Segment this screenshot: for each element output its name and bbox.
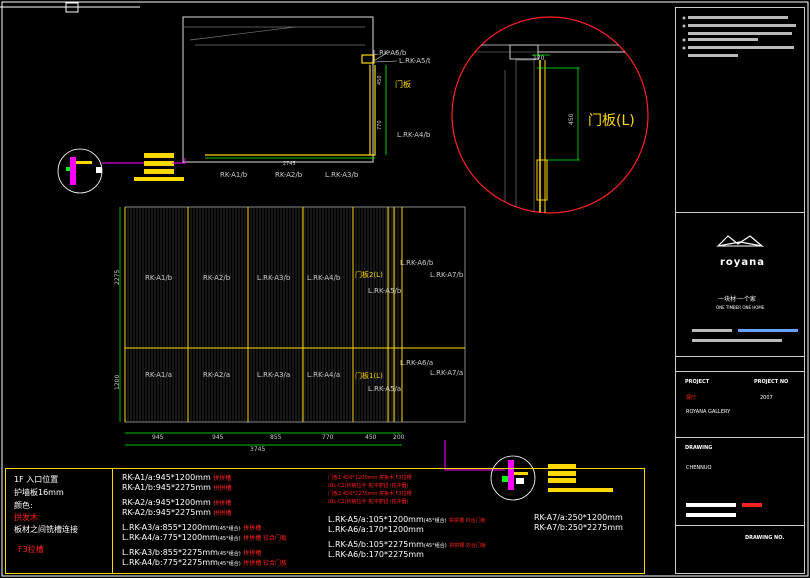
contact-lines (692, 329, 798, 342)
sched-mid-3: L.RK-A5/b:105*2275mm(45°组合) 拼拼槽 铰合门板 (328, 540, 486, 549)
sched-7: L.RK-A3/b:855*2275mm(45°组合) 拼拼槽 (122, 548, 262, 557)
plan-dim-width: 2745 (283, 161, 296, 167)
plan-dim-450: 450 (377, 75, 383, 85)
sched-right-1: RK-A7/a:250*1200mm (534, 513, 623, 522)
plan-a6: L.RK-A6/b (373, 49, 407, 57)
panel-bot-1: RK-A1/a (145, 371, 172, 379)
drawing-label: DRAWING (685, 445, 713, 451)
title-notes-lines (682, 16, 796, 57)
sched-1: RK-A1/a:945*1200mm 拼拼槽 (122, 473, 232, 482)
a5-bottom: L.RK-A5/a (368, 385, 401, 393)
a6-bottom: L.RK-A6/a (400, 359, 433, 367)
width-3: 855 (270, 434, 282, 441)
door-note-1: 门板1:450*1200mm 拼板木 F3拉槽 (328, 475, 412, 481)
note-material: 护墙板16mm (14, 488, 64, 497)
project-no-label: PROJECT NO (754, 379, 789, 385)
width-6: 200 (393, 434, 405, 441)
elevation-view: 2275 1200 RK-A1/b RK-A2/b L.RK-A3/b L.RK… (114, 206, 466, 453)
small-detail-left (57, 148, 184, 194)
door-bottom: 门板1(L) (355, 371, 383, 380)
drawing-no-label: DRAWING NO. (745, 535, 785, 541)
project-sub: ROYANA GALLERY (686, 409, 731, 415)
sched-3: RK-A2/a:945*1200mm 拼拼槽 (122, 498, 232, 507)
panel-top-2: RK-A2/b (203, 274, 231, 282)
sched-mid-2: L.RK-A6/a:170*1200mm (328, 525, 424, 534)
notes-frame (5, 468, 645, 574)
plan-label-2: RK-A2/b (275, 171, 303, 179)
tb-divider-2 (675, 356, 805, 357)
notes-divider (112, 468, 113, 574)
note-joint: 板材之间铣槽连接 (14, 525, 78, 534)
sched-2: RK-A1/b:945*2275mm 拼拼槽 (122, 483, 232, 492)
sched-8: L.RK-A4/b:775*2275mm(45°组合) 拼拼槽 铰合门板 (122, 558, 288, 567)
width-4: 770 (322, 434, 334, 441)
plan-a4: L.RK-A4/b (397, 131, 430, 139)
note-location: 1F 入口位置 (14, 475, 59, 484)
tb-divider-1 (675, 212, 805, 213)
note-color-value: 拱发木 (14, 513, 38, 522)
door-note-4: (RL-C1)铰链拉手 拓冲按钮 (拓冲器) (328, 499, 409, 505)
brand-slogan: 一块材·一个家 (718, 296, 756, 303)
a7-bottom: L.RK-A7/a (430, 369, 463, 377)
sched-mid-1: L.RK-A5/a:105*1200mm(45°组合) 拼拼槽 铰合门板 (328, 515, 486, 524)
door-note-2: (RL-C1)铰链拉手 拓冲按钮 (拓冲器) (328, 483, 409, 489)
a6-top: L.RK-A6/b (400, 259, 434, 267)
tb-divider-5 (675, 525, 805, 526)
royana-logo (716, 235, 765, 247)
sched-right-2: RK-A7/b:250*2275mm (534, 523, 623, 532)
plan-door-label: 门板 (395, 79, 411, 89)
a5-top: L.RK-A5/b (368, 287, 402, 295)
panel-bot-3: L.RK-A3/a (257, 371, 290, 379)
panel-bot-4: L.RK-A4/a (307, 371, 340, 379)
width-1: 945 (152, 434, 164, 441)
project-value: 展厅 (686, 395, 697, 401)
detail-door-label: 门板(L) (588, 113, 635, 129)
small-detail-bottom (490, 455, 613, 501)
detail-dim-170: 170 (533, 55, 545, 62)
sched-4: RK-A2/b:945*2275mm 拼拼槽 (122, 508, 232, 517)
door-top: 门板2(L) (355, 270, 383, 279)
note-pull: F3拉槽 (18, 545, 44, 554)
sched-5: L.RK-A3/a:855*1200mm(45°组合) 拼拼槽 (122, 523, 262, 532)
sched-6: L.RK-A4/a:775*1200mm(45°组合) 拼拼槽 铰合门板 (122, 533, 287, 542)
height-top: 2275 (114, 270, 121, 285)
plan-dim-770: 770 (377, 120, 383, 130)
panel-top-3: L.RK-A3/b (257, 274, 291, 282)
detail-dim-450: 450 (568, 113, 575, 125)
plan-a5: L.RK-A5/b (399, 57, 430, 65)
door-note-3: 门板2:450*2275mm 拼板木 F3拉槽 (328, 491, 412, 497)
sched-mid-4: L.RK-A6/b:170*2275mm (328, 550, 424, 559)
width-2: 945 (212, 434, 224, 441)
brand-slogan-en: ONE TIMBER ONE HOME (716, 305, 765, 310)
plan-label-1: RK-A1/b (220, 171, 248, 179)
drawing-value: CHENNUO (686, 465, 712, 471)
plan-label-3: L.RK-A3/b (325, 171, 359, 179)
note-color-label: 颜色: (14, 501, 33, 510)
brand-name: royana (720, 257, 765, 268)
title-block (675, 7, 805, 574)
drawing-bars (686, 503, 762, 517)
section-detail-circle: 170 450 门板(L) (451, 16, 649, 214)
panel-top-4: L.RK-A4/b (307, 274, 341, 282)
panel-bot-2: RK-A2/a (203, 371, 230, 379)
tb-divider-4 (675, 437, 805, 438)
total-width: 3745 (250, 446, 265, 453)
tb-divider-3 (675, 371, 805, 372)
project-no-value: 2007 (760, 395, 773, 401)
project-label: PROJECT (685, 379, 710, 385)
a7-top: L.RK-A7/b (430, 271, 464, 279)
height-bottom: 1200 (114, 375, 121, 390)
plan-view: 门板 450 770 2745 L.RK-A6/b L.RK-A5/b L.RK… (182, 16, 430, 179)
width-5: 450 (365, 434, 377, 441)
panel-top-1: RK-A1/b (145, 274, 173, 282)
